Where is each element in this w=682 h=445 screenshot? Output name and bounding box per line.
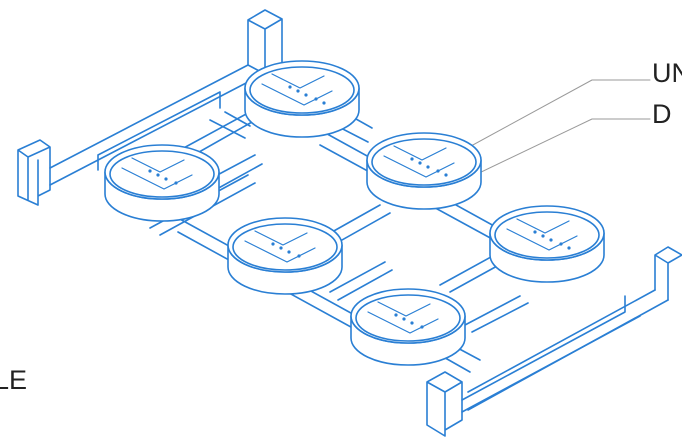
basin-rim-inner xyxy=(232,223,338,271)
basin-rim-outer xyxy=(366,132,482,188)
basin-hole xyxy=(156,173,160,177)
rail-left-inner xyxy=(97,91,221,171)
basin-hole xyxy=(296,89,300,93)
frame-rails-left xyxy=(17,9,283,206)
basin-drain-channel xyxy=(121,157,193,190)
label-d: D xyxy=(652,99,672,129)
basin-hole xyxy=(174,181,178,185)
leader-d xyxy=(451,118,651,187)
basin-drain-channel xyxy=(506,218,578,251)
basin-hole xyxy=(559,242,563,246)
basin-5 xyxy=(489,205,605,283)
basin-hole xyxy=(271,242,275,246)
basin-hole xyxy=(410,321,414,325)
basin-drain-channel xyxy=(367,301,439,334)
basin-rim-outer xyxy=(104,144,220,200)
basin-hole xyxy=(426,165,430,169)
leader-un xyxy=(459,79,651,153)
basin-hole xyxy=(567,246,571,250)
basin-hole xyxy=(314,97,318,101)
label-un: UN xyxy=(652,58,682,88)
basin-hole xyxy=(410,157,414,161)
basin-rim-outer xyxy=(227,217,343,273)
basin-4 xyxy=(227,217,343,295)
basin-drain-channel xyxy=(261,73,333,106)
label-le: LE xyxy=(0,365,28,395)
basin-hole xyxy=(322,101,326,105)
basin-hole xyxy=(287,250,291,254)
basin-hole xyxy=(164,177,168,181)
basin-2 xyxy=(104,144,220,222)
basin-rim-outer xyxy=(350,288,466,344)
basin-hole xyxy=(288,85,292,89)
basin-hole xyxy=(549,238,553,242)
basin-hole xyxy=(279,246,283,250)
post-top xyxy=(247,9,283,75)
post-bottom xyxy=(426,371,463,437)
basin-hole xyxy=(304,93,308,97)
basin-hole xyxy=(402,317,406,321)
basin-rim-inner xyxy=(371,138,477,186)
basin-1 xyxy=(244,60,360,138)
basins xyxy=(104,60,605,366)
post-right xyxy=(654,246,682,301)
basin-hole xyxy=(444,173,448,177)
basin-rim-inner xyxy=(494,211,600,259)
basin-hole xyxy=(420,325,424,329)
basin-rim-inner xyxy=(355,294,461,342)
basin-hole xyxy=(418,161,422,165)
basin-6 xyxy=(350,288,466,366)
basin-drain-channel xyxy=(244,230,316,263)
basin-hole xyxy=(541,234,545,238)
basin-drain-channel xyxy=(383,145,455,178)
basin-rim-outer xyxy=(244,60,360,116)
basin-rim-inner xyxy=(249,66,355,114)
basin-hole xyxy=(297,254,301,258)
basin-rim-outer xyxy=(489,205,605,261)
post-left xyxy=(17,139,51,206)
basin-hole xyxy=(436,169,440,173)
rail-bottom-inner xyxy=(461,295,641,413)
basin-3 xyxy=(366,132,482,210)
basin-hole xyxy=(394,313,398,317)
basin-rim-inner xyxy=(109,150,215,198)
rail-left-outer xyxy=(49,64,249,186)
basin-hole xyxy=(148,169,152,173)
basin-hole xyxy=(533,230,537,234)
frame-rails-right xyxy=(426,246,682,437)
